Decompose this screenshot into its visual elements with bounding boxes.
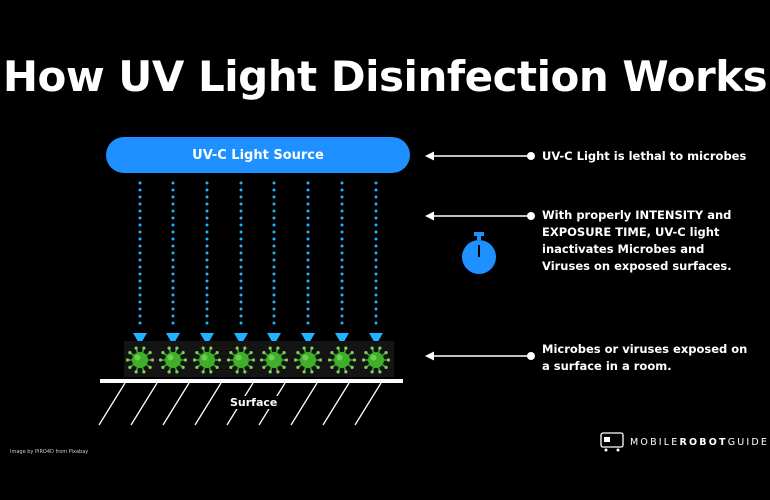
page-title: How UV Light Disinfection Works xyxy=(2,52,768,101)
uv-ray-arrowhead xyxy=(301,333,315,345)
annotation-arrow-1 xyxy=(425,151,533,161)
microbe-icon xyxy=(227,346,255,374)
note-microbes: Microbes or viruses exposed on a surface… xyxy=(542,342,748,373)
microbe-icon xyxy=(193,346,221,374)
uv-ray xyxy=(301,181,315,345)
note-intensity: With properly INTENSITY and EXPOSURE TIM… xyxy=(542,208,732,273)
microbe-icon xyxy=(362,346,390,374)
annotation-dot-3 xyxy=(527,352,535,360)
microbe-icon xyxy=(294,346,322,374)
uv-ray-arrowhead xyxy=(200,333,214,345)
uv-ray-arrowhead xyxy=(133,333,147,345)
annotation-dot-2 xyxy=(527,212,535,220)
surface-line xyxy=(100,379,403,383)
surface-label: Surface xyxy=(226,396,282,409)
brand-name: MOBILEROBOTGUIDE xyxy=(630,436,770,448)
microbe-icon xyxy=(328,346,356,374)
uv-ray-arrowhead xyxy=(166,333,180,345)
annotation-arrow-3 xyxy=(425,351,533,361)
annotation-arrow-2 xyxy=(425,211,533,221)
uv-ray xyxy=(200,181,214,345)
brand-logo: MOBILEROBOTGUIDE xyxy=(600,432,769,452)
uv-ray xyxy=(267,181,281,345)
microbe-icon xyxy=(126,346,154,374)
uv-ray-arrowhead xyxy=(267,333,281,345)
robot-logo-icon xyxy=(600,432,624,452)
uv-ray xyxy=(234,181,248,345)
uv-ray-arrowhead xyxy=(335,333,349,345)
note-lethal: UV-C Light is lethal to microbes xyxy=(542,149,747,163)
annotation-dot-1 xyxy=(527,152,535,160)
uv-ray xyxy=(369,181,383,345)
stopwatch-icon xyxy=(462,232,496,274)
uv-light-source-label: UV-C Light Source xyxy=(192,147,324,163)
uv-ray-arrowhead xyxy=(234,333,248,345)
image-credit: Image by PIRO4D from Pixabay xyxy=(10,449,89,455)
uv-light-source-bar: UV-C Light Source xyxy=(106,137,410,173)
uv-ray-arrowhead xyxy=(369,333,383,345)
uv-ray xyxy=(166,181,180,345)
uv-ray xyxy=(133,181,147,345)
uv-ray xyxy=(335,181,349,345)
microbe-icon xyxy=(260,346,288,374)
microbe-icon xyxy=(159,346,187,374)
